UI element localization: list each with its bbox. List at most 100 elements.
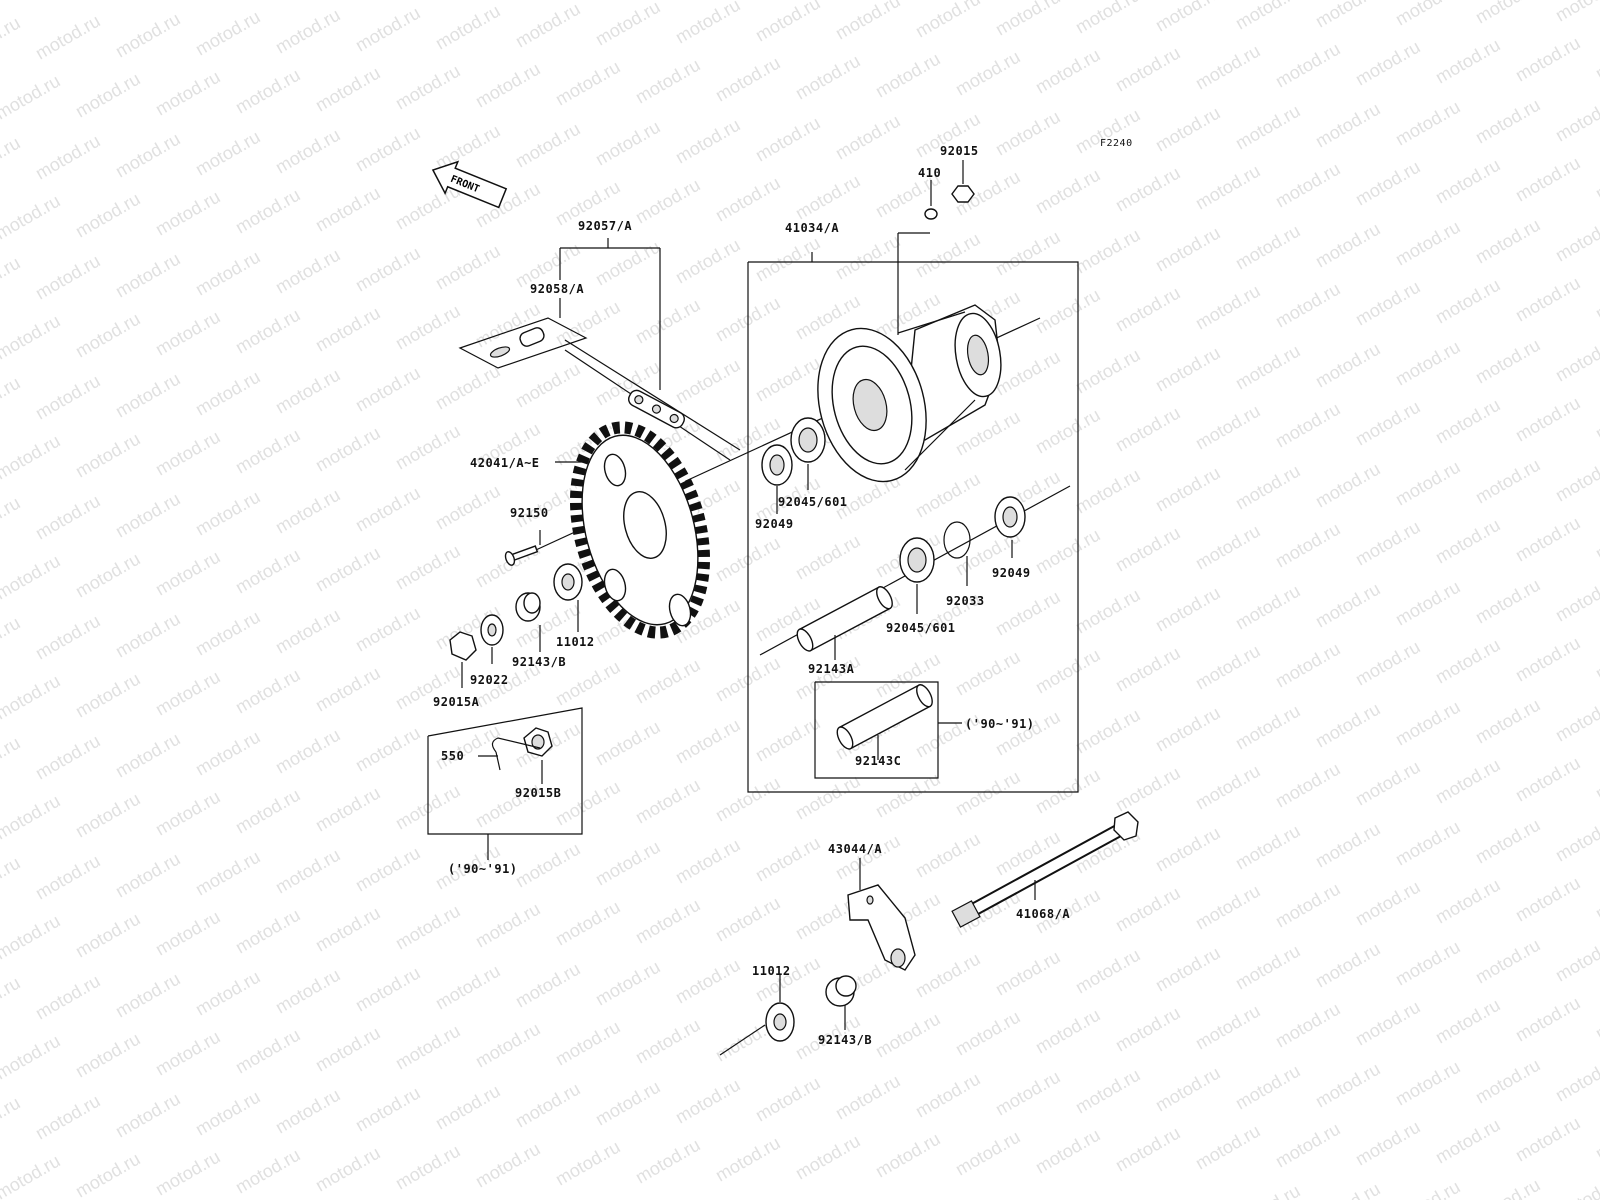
watermark-text: motod.ru [1192,1121,1264,1174]
callout-92057: 92057/A [578,219,632,233]
watermark-text: motod.ru [232,425,304,478]
watermark-text: motod.ru [632,895,704,948]
watermark-text: motod.ru [1312,1179,1384,1200]
watermark-text: motod.ru [312,423,384,476]
watermark-text: motod.ru [1592,151,1600,204]
watermark-text: motod.ru [392,1141,464,1194]
watermark-text: motod.ru [0,493,24,546]
watermark-text: motod.ru [592,717,664,770]
watermark-text: motod.ru [232,185,304,238]
callout-92045-a: 92045/601 [778,495,848,509]
callout-92143c: 92143C [855,754,901,768]
watermark-text: motod.ru [1592,511,1600,564]
callout-92015: 92015 [940,144,979,158]
watermark-text: motod.ru [632,1015,704,1068]
callout-92143b-2: 92143/B [818,1033,872,1047]
watermark-text: motod.ru [592,117,664,170]
watermark-text: motod.ru [0,911,64,964]
watermark-text: motod.ru [1592,991,1600,1044]
watermark-text: motod.ru [672,115,744,168]
watermark-text: motod.ru [1112,643,1184,696]
watermark-text: motod.ru [1472,1175,1544,1200]
watermark-text: motod.ru [112,609,184,662]
watermark-text: motod.ru [792,171,864,224]
watermark-text: motod.ru [672,0,744,47]
watermark-text: motod.ru [1232,341,1304,394]
callout-92143a: 92143A [808,662,855,676]
watermark-text: motod.ru [1552,573,1600,626]
watermark-text: motod.ru [0,133,24,186]
watermark-text: motod.ru [72,549,144,602]
watermark-text: motod.ru [0,671,64,724]
callout-410: 410 [918,166,941,180]
watermark-text: motod.ru [512,839,584,892]
watermark-text: motod.ru [712,53,784,106]
watermark-text: motod.ru [1592,871,1600,924]
watermark-text: motod.ru [112,729,184,782]
watermark-text: motod.ru [1392,937,1464,990]
watermark-text: motod.ru [1432,155,1504,208]
watermark-text: motod.ru [32,491,104,544]
watermark-text: motod.ru [1392,337,1464,390]
watermark-text: motod.ru [1392,577,1464,630]
watermark-text: motod.ru [1552,453,1600,506]
watermark-text: motod.ru [32,731,104,784]
rear-hub [817,232,1002,483]
watermark-text: motod.ru [1072,945,1144,998]
watermark-text: motod.ru [32,611,104,664]
watermark-text: motod.ru [1352,637,1424,690]
watermark-text: motod.ru [1512,633,1584,686]
watermark-text: motod.ru [32,851,104,904]
callout-92049-b: 92049 [992,566,1031,580]
watermark-text: motod.ru [1592,751,1600,804]
watermark-text: motod.ru [752,0,824,45]
watermark-text: motod.ru [72,1149,144,1200]
watermark-text: motod.ru [272,485,344,538]
chain-joint-link [458,298,588,369]
watermark-text: motod.ru [472,1139,544,1192]
watermark-text: motod.ru [512,119,584,172]
watermark-text: motod.ru [1512,1113,1584,1166]
watermark-text: motod.ru [952,767,1024,820]
watermark-text: motod.ru [0,253,24,306]
callout-11012-a: 11012 [556,635,595,649]
watermark-text: motod.ru [392,541,464,594]
watermark-text: motod.ru [312,183,384,236]
watermark-text: motod.ru [1512,753,1584,806]
watermark-text: motod.ru [672,955,744,1008]
watermark-text: motod.ru [312,783,384,836]
watermark-text: motod.ru [752,833,824,886]
watermark-text: motod.ru [1272,1119,1344,1172]
watermark-text: motod.ru [352,123,424,176]
watermark-text: motod.ru [1432,395,1504,448]
watermark-text: motod.ru [1112,283,1184,336]
watermark-text: motod.ru [232,65,304,118]
watermark-text: motod.ru [1472,935,1544,988]
watermark-text: motod.ru [1472,335,1544,388]
watermark-text: motod.ru [112,249,184,302]
watermark-text: motod.ru [1552,813,1600,866]
watermark-text: motod.ru [1152,583,1224,636]
watermark-text: motod.ru [832,831,904,884]
watermark-text: motod.ru [1512,153,1584,206]
watermark-text: motod.ru [472,1019,544,1072]
watermark-text: motod.ru [1072,1065,1144,1118]
watermark-text: motod.ru [552,1017,624,1070]
watermark-text: motod.ru [912,229,984,282]
watermark-text: motod.ru [1232,461,1304,514]
watermark-text: motod.ru [1072,465,1144,518]
rear-axle [951,811,1139,928]
watermark-text: motod.ru [232,545,304,598]
watermark-text: motod.ru [112,969,184,1022]
watermark-text: motod.ru [912,469,984,522]
watermark-text: motod.ru [752,953,824,1006]
watermark-text: motod.ru [952,47,1024,100]
watermark-text: motod.ru [1232,581,1304,634]
watermark-text: motod.ru [272,845,344,898]
watermark-text: motod.ru [1472,95,1544,148]
callout-92058: 92058/A [530,282,584,296]
watermark-text: motod.ru [432,481,504,534]
watermark-text: motod.ru [1432,995,1504,1048]
watermark-text: motod.ru [1592,391,1600,444]
